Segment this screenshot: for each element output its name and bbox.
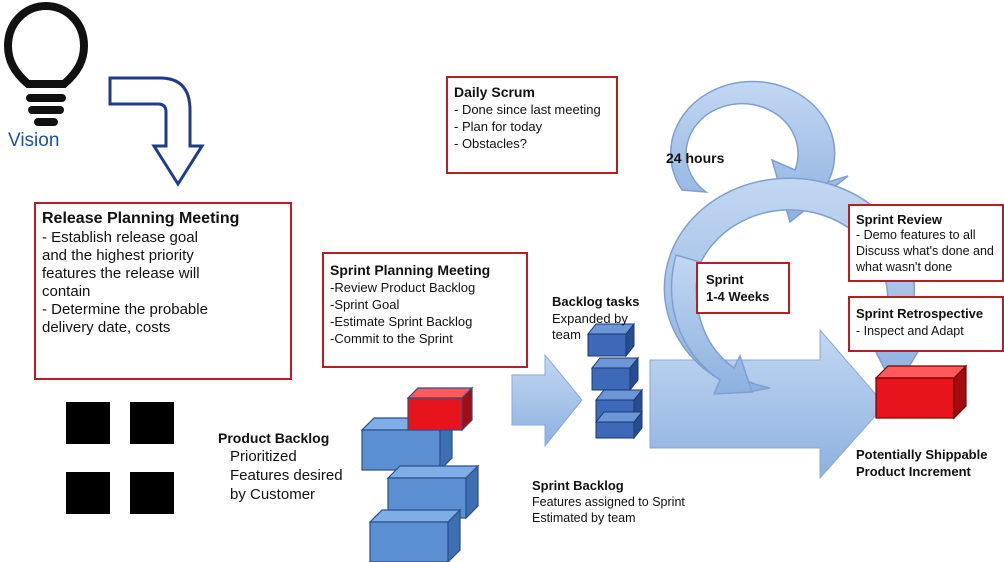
sprint-planning-line: -Review Product Backlog [330, 280, 476, 295]
sprint-review-line: Discuss what's done and [856, 244, 994, 258]
sprint-review-box: Sprint Review - Demo features to all Dis… [848, 204, 1004, 282]
backlog-tasks-line: Expanded by [552, 311, 628, 326]
sprint-length-box: Sprint 1-4 Weeks [696, 262, 790, 314]
calendar-icon [66, 402, 110, 444]
lightbulb-icon [3, 1, 89, 126]
sprint-duration: 1-4 Weeks [706, 289, 770, 304]
sprint-planning-line: -Estimate Sprint Backlog [330, 314, 473, 329]
sprint-backlog-title: Sprint Backlog [532, 478, 624, 493]
increment-label: Product Increment [856, 464, 971, 479]
calendar-icon [130, 402, 174, 444]
release-planning-line: delivery date, costs [42, 319, 171, 336]
sprint-planning-line: -Commit to the Sprint [330, 331, 453, 346]
release-planning-line: - Determine the probable [42, 301, 208, 318]
cycle-duration-label: 24 hours [666, 150, 725, 166]
release-planning-title: Release Planning Meeting [42, 210, 240, 227]
backlog-task-cubes [586, 322, 644, 440]
product-backlog-line: Features desired [230, 467, 343, 484]
backlog-tasks-title: Backlog tasks [552, 294, 640, 309]
increment-label: Potentially Shippable [856, 447, 988, 462]
backlog-tasks-line: team [552, 327, 581, 342]
sprint-review-line: - Demo features to all [856, 228, 976, 242]
backlog-to-tasks-arrow [511, 353, 583, 448]
daily-scrum-line: - Plan for today [454, 119, 543, 134]
sprint-retrospective-title: Sprint Retrospective [856, 306, 984, 321]
sprint-review-title: Sprint Review [856, 212, 942, 227]
calendar-icon [66, 472, 110, 514]
daily-scrum-box: Daily Scrum - Done since last meeting - … [446, 76, 618, 174]
sprint-label: Sprint [706, 272, 744, 287]
calendar-icon [130, 472, 174, 514]
sprint-planning-line: -Sprint Goal [330, 297, 400, 312]
product-backlog-line: Prioritized [230, 448, 297, 465]
sprint-review-line: what wasn't done [856, 260, 953, 274]
product-backlog-title: Product Backlog [218, 430, 330, 446]
daily-scrum-line: - Done since last meeting [454, 102, 601, 117]
sprint-output-arrow [649, 328, 886, 480]
sprint-backlog-line: Features assigned to Sprint [532, 495, 685, 509]
release-planning-line: and the highest priority [42, 247, 194, 264]
product-backlog-line: by Customer [230, 486, 316, 503]
daily-scrum-line: - Obstacles? [454, 136, 527, 151]
sprint-planning-title: Sprint Planning Meeting [330, 262, 491, 278]
release-planning-line: - Establish release goal [42, 229, 198, 246]
daily-scrum-title: Daily Scrum [454, 84, 535, 100]
sprint-retrospective-box: Sprint Retrospective - Inspect and Adapt [848, 296, 1004, 352]
release-planning-line: contain [42, 283, 91, 300]
shippable-increment-block [874, 364, 968, 420]
sprint-backlog-line: Estimated by team [532, 511, 636, 525]
sprint-planning-box: Sprint Planning Meeting -Review Product … [322, 252, 528, 368]
product-backlog-blocks [360, 386, 480, 562]
vision-label: Vision [8, 130, 60, 151]
sprint-retrospective-line: - Inspect and Adapt [856, 324, 964, 338]
release-planning-box: Release Planning Meeting - Establish rel… [34, 202, 292, 380]
release-planning-line: features the release will [42, 265, 200, 282]
vision-arrow-icon [108, 76, 205, 187]
